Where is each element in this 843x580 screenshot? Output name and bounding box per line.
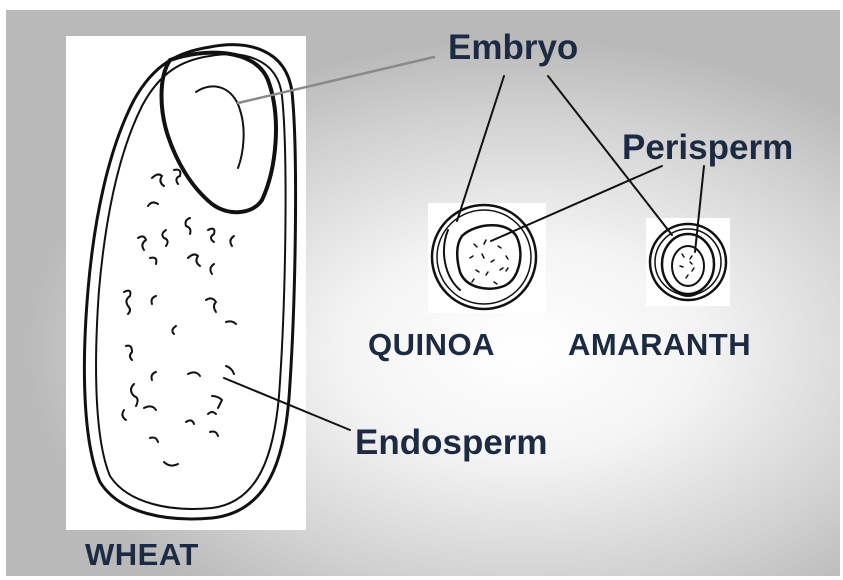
quinoa-label: QUINOA xyxy=(368,329,495,360)
quinoa-image-panel xyxy=(428,203,546,313)
perisperm-label: Perisperm xyxy=(622,130,793,165)
wheat-label: WHEAT xyxy=(85,539,199,570)
wheat-image-panel xyxy=(66,36,306,530)
endosperm-label: Endosperm xyxy=(355,425,548,460)
embryo-label: Embryo xyxy=(448,30,578,65)
embryo-leader-quinoa xyxy=(457,76,504,221)
amaranth-label: AMARANTH xyxy=(568,329,751,360)
